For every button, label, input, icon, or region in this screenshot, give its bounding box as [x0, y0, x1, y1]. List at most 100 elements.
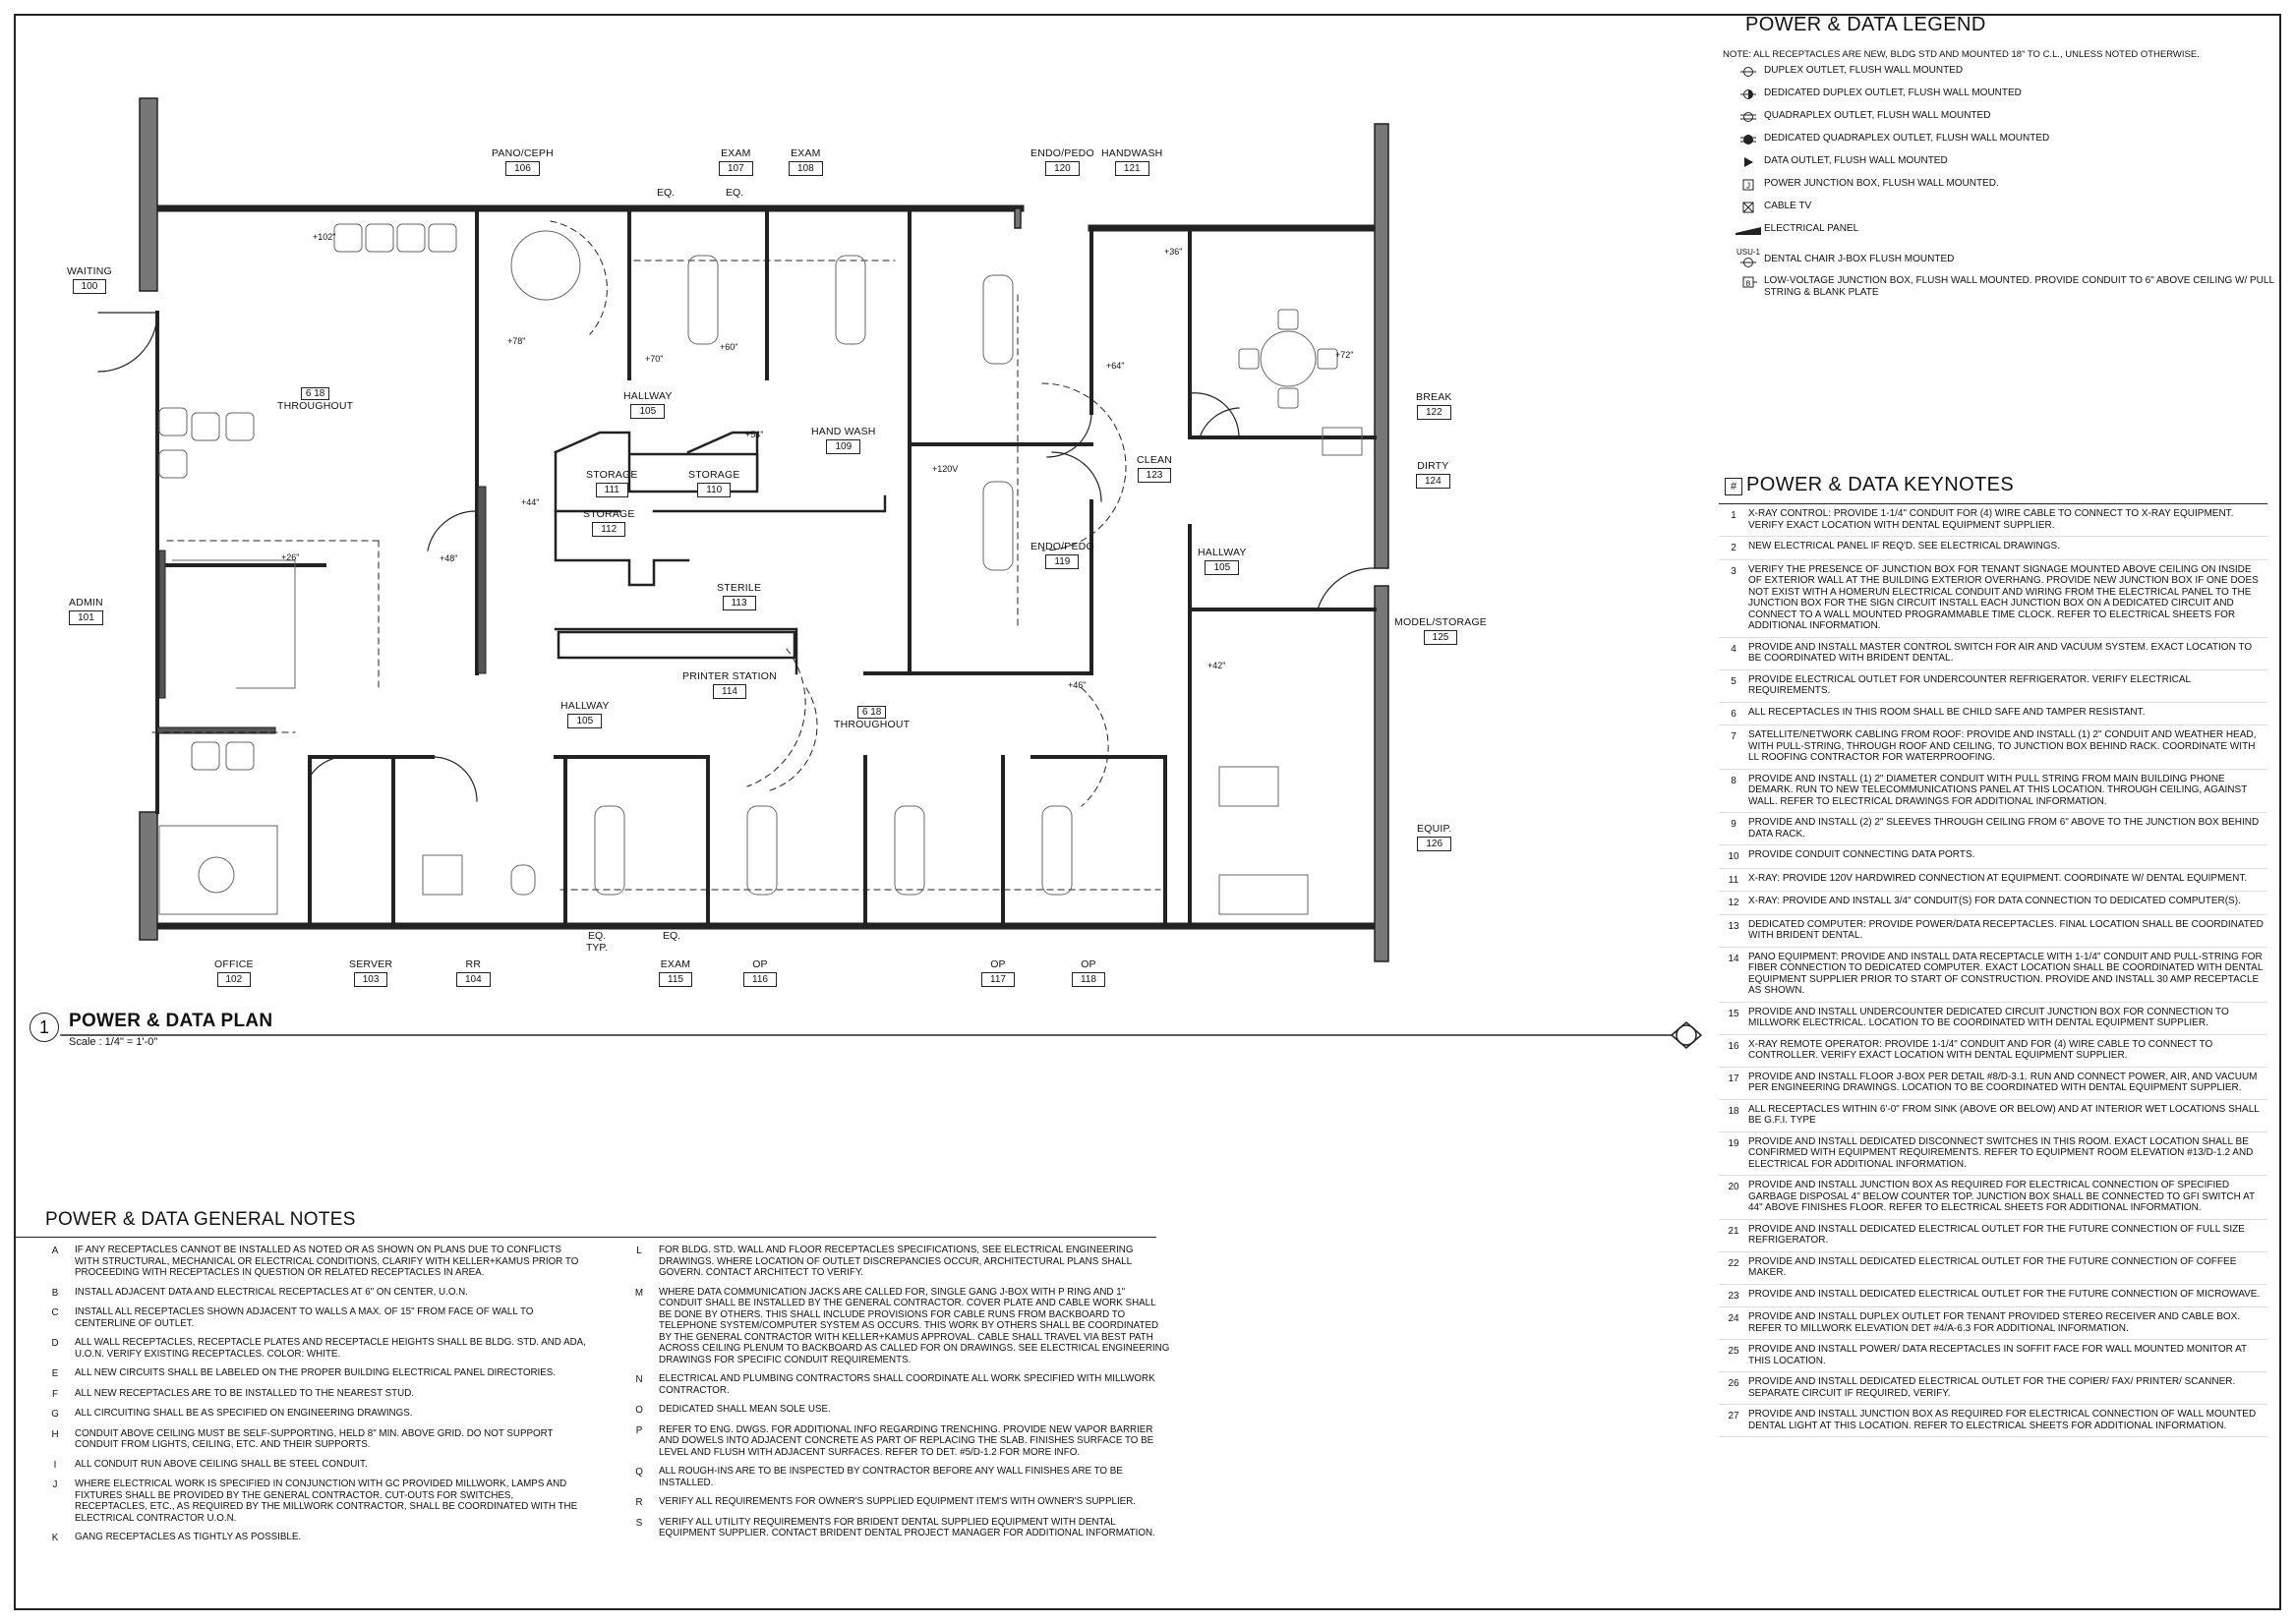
dimension-label: EQ.: [657, 187, 676, 199]
room-number: 102: [216, 972, 252, 987]
room-number: 118: [1072, 972, 1105, 987]
electrical-panel-icon: [1733, 223, 1764, 237]
keynote-row-text: NEW ELECTRICAL PANEL IF REQ'D. SEE ELECT…: [1748, 541, 2060, 551]
xray-swing-arcs: [151, 220, 1161, 891]
legend-item: DUPLEX OUTLET, FLUSH WALL MOUNTED: [1733, 65, 2283, 79]
chair-tag: USU-1: [1736, 247, 1760, 257]
keynote-row-text: PROVIDE AND INSTALL (1) 2" DIAMETER COND…: [1748, 773, 2248, 807]
detail-number: 1: [29, 1013, 59, 1042]
general-note-text: DEDICATED SHALL MEAN SOLE USE.: [659, 1404, 831, 1415]
room-tag: EQUIP.126: [1417, 823, 1451, 851]
mount-height: +64": [1106, 361, 1125, 371]
room-number: 103: [353, 972, 388, 987]
keynotes-title: POWER & DATA KEYNOTES: [1746, 474, 2015, 495]
room-tag: HALLWAY 105: [560, 700, 610, 728]
keynote-row-key: 13: [1728, 920, 1739, 932]
general-note-key: F: [52, 1388, 58, 1400]
keynote-row-key: 4: [1731, 643, 1736, 655]
keynote-row-key: 21: [1728, 1225, 1739, 1237]
mount-height: +46": [1068, 680, 1087, 690]
keynote-row-text: PROVIDE AND INSTALL POWER/ DATA RECEPTAC…: [1748, 1344, 2247, 1366]
room-name: ADMIN: [69, 597, 103, 609]
keynote-row-key: 2: [1731, 543, 1736, 553]
legend-text: DATA OUTLET, FLUSH WALL MOUNTED: [1764, 155, 1948, 166]
legend-text: ELECTRICAL PANEL: [1764, 223, 1859, 234]
general-note-key: L: [636, 1246, 642, 1256]
keynote-row-key: 20: [1728, 1182, 1739, 1192]
keynote-row-key: 27: [1728, 1411, 1739, 1421]
general-note-text: WHERE ELECTRICAL WORK IS SPECIFIED IN CO…: [75, 1479, 578, 1524]
legend-title: POWER & DATA LEGEND: [1745, 14, 1986, 35]
room-number: 115: [659, 972, 692, 987]
general-note-key: B: [51, 1287, 59, 1299]
room-number: 123: [1137, 468, 1172, 483]
legend-text: POWER JUNCTION BOX, FLUSH WALL MOUNTED.: [1764, 178, 1999, 189]
legend-item: DEDICATED DUPLEX OUTLET, FLUSH WALL MOUN…: [1733, 87, 2283, 101]
general-note-text: ALL NEW RECEPTACLES ARE TO BE INSTALLED …: [75, 1387, 414, 1399]
room-number: 119: [1045, 554, 1080, 569]
legend-item: DEDICATED QUADRAPLEX OUTLET, FLUSH WALL …: [1733, 133, 2283, 146]
data-outlet-icon: [1733, 155, 1764, 169]
general-note-key: J: [52, 1479, 58, 1490]
general-note-key: Q: [635, 1467, 643, 1478]
general-note-text: ALL WALL RECEPTACLES, RECEPTACLE PLATES …: [75, 1337, 586, 1360]
general-note-key: O: [635, 1405, 643, 1416]
keynote-tags: 6 18: [856, 706, 887, 719]
keynote-row: 2 NEW ELECTRICAL PANEL IF REQ'D. SEE ELEC…: [1719, 537, 2267, 560]
keynote-row-text: PROVIDE AND INSTALL DEDICATED ELECTRICAL…: [1748, 1288, 2261, 1300]
keynote-row-key: 22: [1728, 1257, 1739, 1269]
room-number: 105: [567, 714, 603, 728]
mount-height: +70": [645, 354, 664, 364]
room-number: 117: [981, 972, 1015, 987]
room-number: 110: [697, 483, 732, 497]
keynote-row-text: PROVIDE AND INSTALL UNDERCOUNTER DEDICAT…: [1748, 1006, 2229, 1029]
room-name: OP: [990, 958, 1006, 970]
room-number: 104: [456, 972, 491, 987]
room-number: 125: [1423, 630, 1458, 645]
room-name: STORAGE: [583, 508, 635, 520]
room-name: EXAM: [791, 147, 821, 159]
room-name: HALLWAY: [560, 700, 610, 712]
general-note-key: M: [634, 1287, 644, 1299]
room-name: ENDO/PEDO: [1030, 541, 1094, 552]
keynote-row-text: X-RAY CONTROL: PROVIDE 1-1/4" CONDUIT FO…: [1748, 508, 2234, 531]
general-note: H CONDUIT ABOVE CEILING MUST BE SELF-SUPP…: [35, 1428, 586, 1451]
general-note-key: H: [51, 1428, 59, 1440]
cable-tv-icon: [1733, 201, 1764, 214]
keynote-row-text: X-RAY: PROVIDE 120V HARDWIRED CONNECTION…: [1748, 872, 2248, 884]
general-note-text: CONDUIT ABOVE CEILING MUST BE SELF-SUPPO…: [75, 1427, 554, 1451]
keynote-row-text: PROVIDE AND INSTALL DUPLEX OUTLET FOR TE…: [1748, 1311, 2241, 1334]
mount-height: +48": [440, 553, 458, 563]
general-note-text: INSTALL ADJACENT DATA AND ELECTRICAL REC…: [75, 1286, 468, 1298]
dedicated-quadraplex-outlet-icon: [1733, 133, 1764, 146]
quadraplex-outlet-icon: [1733, 110, 1764, 124]
power-junction-box-icon: J: [1733, 178, 1764, 192]
room-name: MODEL/STORAGE: [1394, 616, 1488, 628]
room-name: PANO/CEPH: [492, 147, 554, 159]
keynote-row-key: 9: [1731, 819, 1736, 830]
dimension-label: TYP.: [586, 942, 608, 954]
